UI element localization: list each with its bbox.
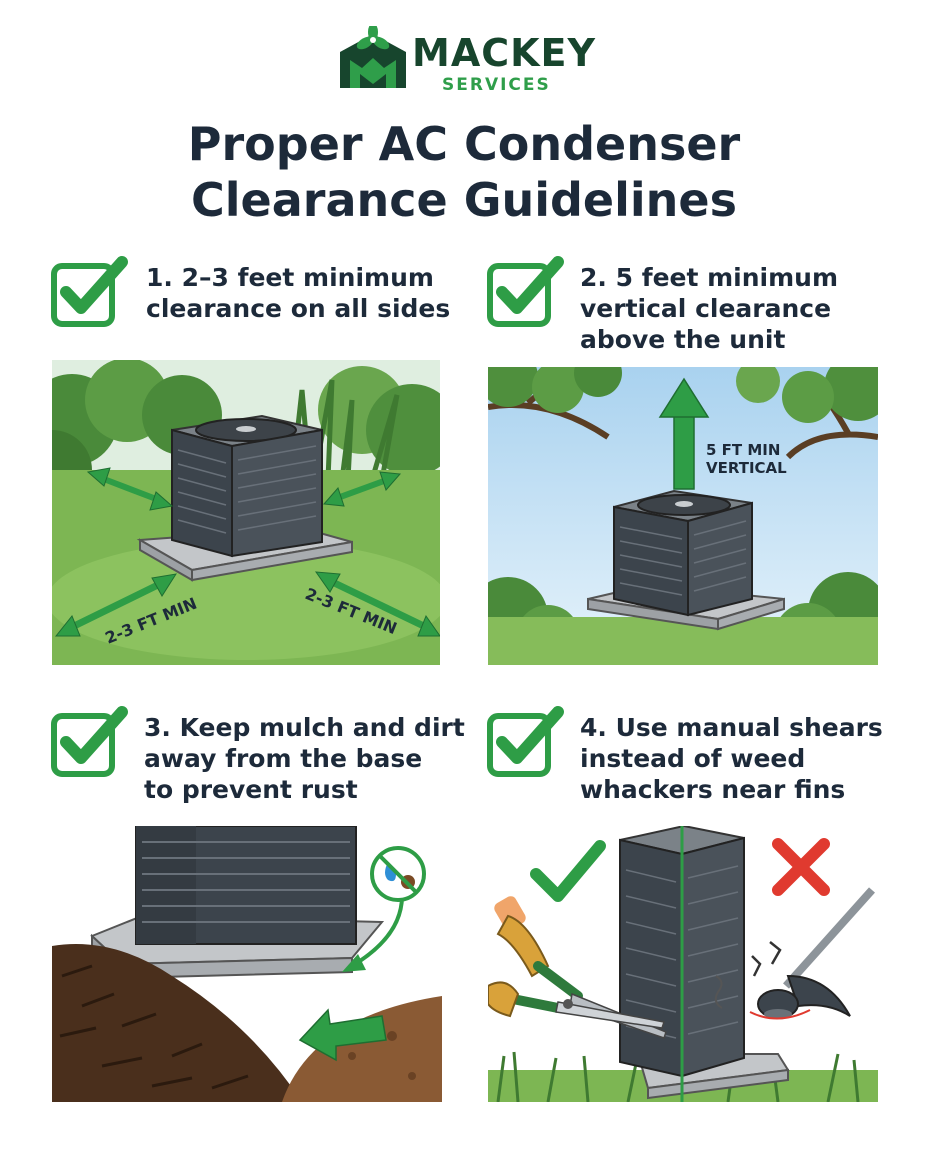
no-water-no-dirt-icon (370, 846, 426, 902)
warning-arrows (298, 895, 404, 1062)
checkbox-check-icon (487, 256, 564, 327)
dirt-mound (282, 996, 442, 1102)
mulch-illustration (52, 826, 442, 1102)
ac-unit (171, 414, 323, 558)
weed-whacker (714, 887, 875, 1020)
brand-name: MACKEY (412, 31, 597, 75)
vertical-label-line-2: VERTICAL (706, 459, 787, 477)
brand-tagline: SERVICES (442, 75, 551, 95)
vertical-label-line-1: 5 FT MIN (706, 441, 780, 459)
vertical-clearance-illustration: 5 FT MIN VERTICAL (488, 367, 878, 665)
tip-1-line-2: clearance on all sides (146, 294, 451, 323)
tip-2-line-3: above the unit (580, 325, 786, 354)
checkbox-check-icon (51, 706, 128, 777)
clearance-arrows (54, 467, 440, 637)
tip-2-line-2: vertical clearance (580, 294, 832, 323)
title-line-2: Clearance Guidelines (191, 173, 737, 227)
title-line-1: Proper AC Condenser (187, 117, 741, 171)
cross-icon (772, 838, 830, 896)
page-title: Proper AC Condenser Clearance Guidelines (0, 116, 928, 228)
tip-1-line-1: 1. 2–3 feet minimum (146, 263, 434, 292)
tip-3-line-3: to prevent rust (144, 775, 358, 804)
mulch-pile (52, 944, 302, 1102)
hedge-shears (488, 896, 667, 1039)
trimming-illustration (488, 826, 878, 1102)
ac-unit (613, 489, 753, 617)
tip-4-line-3: whackers near fins (580, 775, 846, 804)
tip-4-line-2: instead of weed (580, 744, 806, 773)
tip-4-line-1: 4. Use manual shears (580, 713, 883, 742)
checkbox-check-icon (487, 706, 564, 777)
brand-logo: MACKEY SERVICES (338, 24, 598, 96)
bushes (52, 360, 440, 510)
check-icon (530, 840, 606, 902)
up-arrow (658, 377, 710, 490)
tip-3-line-1: 3. Keep mulch and dirt (144, 713, 465, 742)
fan-house-icon (340, 26, 406, 88)
ac-unit (135, 826, 357, 945)
tree-branches (488, 367, 878, 460)
side-clearance-illustration: 2-3 FT MIN 2-3 FT MIN (52, 360, 440, 665)
checkbox-check-icon (51, 256, 128, 327)
tip-2-line-1: 2. 5 feet minimum (580, 263, 839, 292)
tip-3-line-2: away from the base (144, 744, 423, 773)
